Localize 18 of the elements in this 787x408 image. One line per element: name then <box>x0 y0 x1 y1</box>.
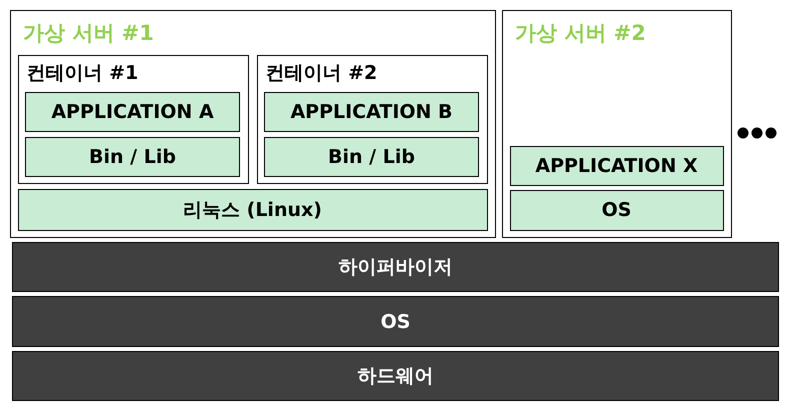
hardware-layer: 하드웨어 <box>12 351 779 401</box>
container-title: 컨테이너 #1 <box>26 60 138 86</box>
server-box <box>502 10 732 238</box>
application-box: APPLICATION A <box>25 92 240 132</box>
library-box: Bin / Lib <box>25 137 240 177</box>
container-box <box>18 54 248 184</box>
library-box: Bin / Lib <box>264 137 479 177</box>
application-box: APPLICATION B <box>264 92 479 132</box>
server-box <box>10 10 496 238</box>
os-layer: OS <box>12 296 779 347</box>
container-box <box>256 54 488 184</box>
os-box: 리눅스 (Linux) <box>18 188 488 230</box>
os-box: OS <box>510 190 724 230</box>
hypervisor-layer: 하이퍼바이저 <box>12 242 779 292</box>
application-box: APPLICATION X <box>510 146 724 186</box>
server-title: 가상 서버 #2 <box>515 20 646 47</box>
container-title: 컨테이너 #2 <box>266 60 378 86</box>
server-title: 가상 서버 #1 <box>23 20 154 47</box>
